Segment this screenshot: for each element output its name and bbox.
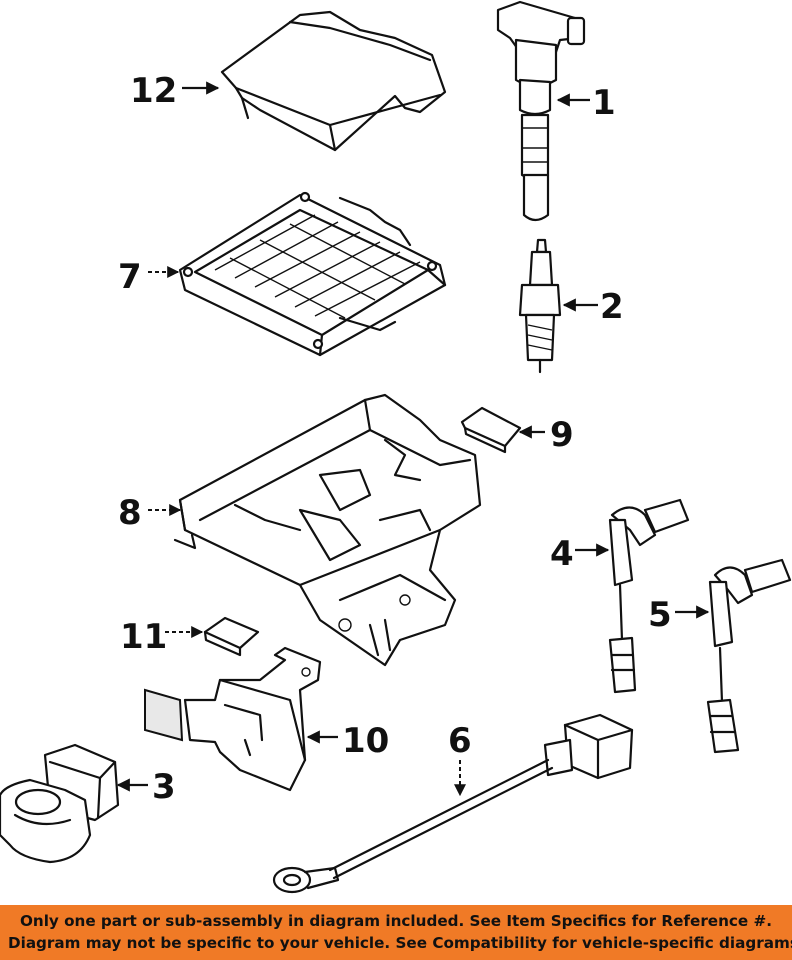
- callout-10: 10: [342, 721, 389, 761]
- part-10-bracket: [144, 646, 322, 792]
- callout-9: 9: [550, 415, 574, 455]
- callout-8: 8: [118, 493, 142, 533]
- part-9-module: [460, 406, 522, 454]
- callout-5: 5: [648, 595, 672, 635]
- part-12-engine-cover: [220, 10, 447, 152]
- part-8-bracket: [173, 393, 482, 667]
- disclaimer-line-2: Diagram may not be specific to your vehi…: [8, 934, 792, 952]
- part-5-sensor: [706, 558, 792, 754]
- callout-labels: 12 1 7 2 9 8 4 5 11 10 6 3: [118, 71, 672, 807]
- disclaimer-line-1: Only one part or sub-assembly in diagram…: [19, 912, 773, 930]
- part-6-knock-sensor: [272, 713, 634, 894]
- part-11-module: [203, 616, 260, 657]
- part-4-sensor: [608, 498, 690, 694]
- part-1-ignition-coil: [496, 0, 586, 222]
- callout-4: 4: [550, 534, 574, 574]
- callout-3: 3: [152, 767, 176, 807]
- callout-11: 11: [120, 617, 167, 657]
- leader-lines: [116, 81, 710, 797]
- part-2-spark-plug: [518, 238, 562, 374]
- parts-diagram: 12 1 7 2 9 8 4 5 11 10 6 3: [0, 0, 792, 894]
- callout-7: 7: [118, 257, 142, 297]
- part-3-sensor: [0, 743, 120, 864]
- callout-12: 12: [130, 71, 177, 111]
- disclaimer-banner: Only one part or sub-assembly in diagram…: [0, 905, 792, 960]
- part-7-control-module: [178, 191, 447, 357]
- callout-1: 1: [592, 83, 616, 123]
- callout-6: 6: [448, 721, 472, 761]
- callout-2: 2: [600, 287, 624, 327]
